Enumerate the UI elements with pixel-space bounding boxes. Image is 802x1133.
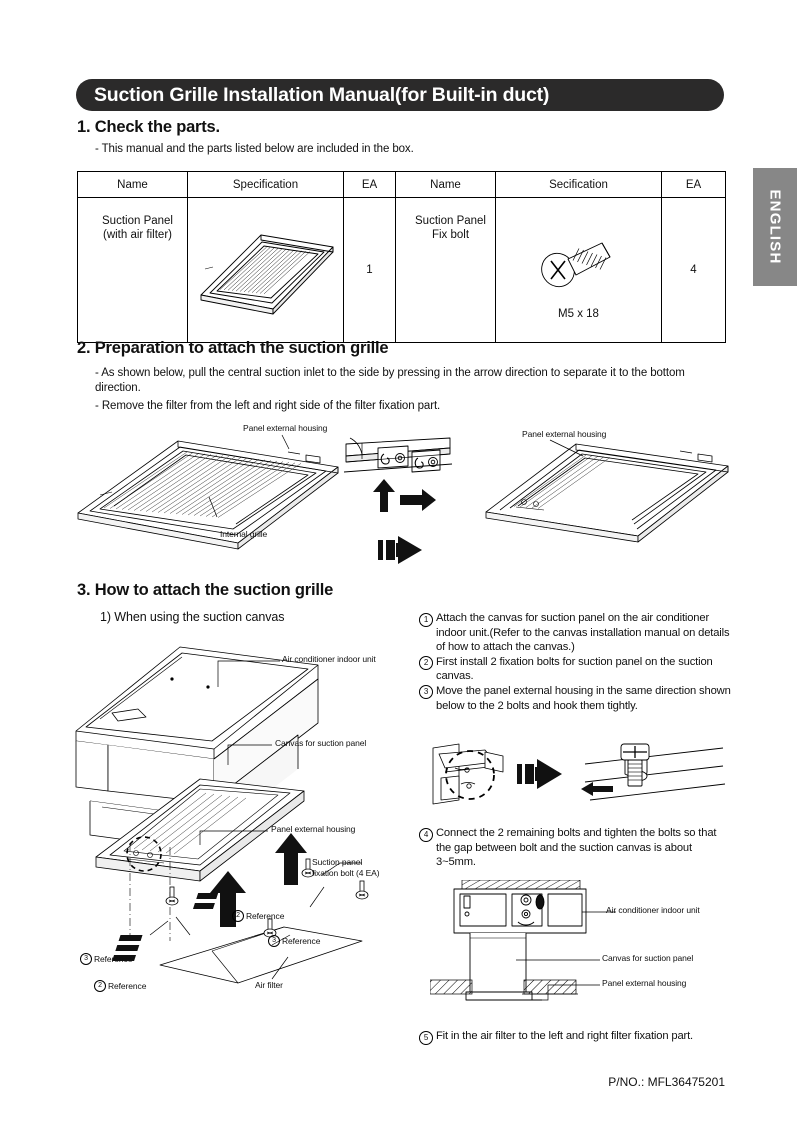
label-panel-external-housing-right: Panel external housing — [522, 429, 607, 439]
step-text: Connect the 2 remaining bolts and tighte… — [436, 827, 717, 869]
th-specification-right: Secification — [495, 171, 662, 198]
cell-fix-bolt-name: Suction Panel Fix bolt — [395, 197, 496, 343]
language-tab-label: ENGLISH — [766, 189, 784, 265]
th-ea-left: EA — [343, 171, 396, 198]
label-indoor-unit-section: Air conditioner indoor unit — [606, 905, 700, 915]
section-1-note: - This manual and the parts listed below… — [95, 143, 414, 155]
reference-number: 2 — [232, 910, 244, 922]
table-header-row: Name Specification EA Name Secification … — [77, 171, 726, 198]
th-specification-left: Specification — [187, 171, 344, 198]
label-fixation-bolt-line1: Suction panel — [312, 857, 363, 867]
steps-list-four: 4 Connect the 2 remaining bolts and tigh… — [419, 826, 731, 870]
label-fixation-bolt: Suction panel fixation bolt (4 EA) — [312, 857, 380, 879]
cell-bolt-illustration: M5 x 18 — [495, 197, 662, 343]
label-housing-exploded: Panel external housing — [271, 824, 356, 834]
suction-panel-icon — [200, 234, 333, 314]
panel-housing-drawing — [485, 439, 729, 543]
steps-list-five: 5 Fit in the air filter to the left and … — [419, 1029, 731, 1045]
section-1-heading: 1. Check the parts. — [77, 118, 220, 136]
label-canvas-exploded: Canvas for suction panel — [275, 738, 367, 748]
section-3-heading: 3. How to attach the suction grille — [77, 581, 334, 599]
step-item: 2 First install 2 fixation bolts for suc… — [419, 655, 731, 684]
th-name-right: Name — [395, 171, 496, 198]
reference-label: Reference — [282, 935, 321, 946]
step-number: 4 — [419, 827, 433, 842]
parts-table: Name Specification EA Name Secification … — [77, 171, 726, 343]
label-reference-2-upper: 2 Reference — [232, 910, 284, 922]
page-title: Suction Grille Installation Manual(for B… — [94, 83, 550, 106]
step-number: 1 — [419, 612, 433, 627]
label-fixation-bolt-line2: fixation bolt (4 EA) — [312, 868, 380, 878]
section-2-bullet-1: - As shown below, pull the central sucti… — [95, 367, 685, 394]
step-number: 2 — [419, 656, 433, 671]
label-panel-external-housing-left: Panel external housing — [243, 423, 328, 433]
th-ea-right: EA — [661, 171, 726, 198]
step-item: 3 Move the panel external housing in the… — [419, 684, 731, 713]
step-text: Move the panel external housing in the s… — [436, 684, 731, 712]
section-2-heading: 2. Preparation to attach the suction gri… — [77, 339, 389, 357]
section-2-bullet-2: - Remove the filter from the left and ri… — [95, 400, 441, 412]
step-text: Fit in the air filter to the left and ri… — [436, 1030, 694, 1042]
figure-release-detail — [340, 432, 460, 567]
step-text: Attach the canvas for suction panel on t… — [436, 612, 730, 654]
reference-label: Reference — [246, 910, 285, 921]
grille-panel-drawing — [77, 434, 339, 550]
bolt-hook-drawing — [432, 743, 725, 805]
reference-number: 2 — [94, 980, 106, 992]
reference-label: Reference — [94, 953, 133, 964]
release-mechanism-drawing — [343, 437, 453, 564]
suction-panel-name-line2: (with air filter) — [102, 229, 172, 241]
language-tab: ENGLISH — [753, 168, 797, 286]
label-housing-section: Panel external housing — [602, 978, 687, 988]
label-reference-2-lower: 2 Reference — [94, 980, 146, 992]
figure-housing-separated: Panel external housing — [480, 429, 735, 545]
bolt-icon — [540, 242, 610, 287]
reference-number: 3 — [80, 953, 92, 965]
step-item: 4 Connect the 2 remaining bolts and tigh… — [419, 826, 731, 870]
cross-section-drawing — [430, 880, 616, 1001]
reference-number: 3 — [268, 935, 280, 947]
figure-cross-section: Air conditioner indoor unit Canvas for s… — [430, 880, 700, 1015]
step-item: 5 Fit in the air filter to the left and … — [419, 1029, 731, 1045]
reference-label: Reference — [108, 980, 147, 991]
fix-bolt-name-line2: Fix bolt — [431, 229, 470, 241]
step-text: First install 2 fixation bolts for sucti… — [436, 655, 713, 683]
label-reference-3-right: 3 Reference — [268, 935, 320, 947]
cell-suction-panel-name: Suction Panel (with air filter) — [77, 197, 188, 343]
steps-list-top: 1 Attach the canvas for suction panel on… — [419, 611, 731, 713]
step-item: 1 Attach the canvas for suction panel on… — [419, 611, 731, 655]
title-banner: Suction Grille Installation Manual(for B… — [76, 79, 724, 111]
assembly-exploded-drawing — [75, 646, 369, 984]
figure-assembly-exploded: Air conditioner indoor unit Canvas for s… — [72, 635, 412, 1025]
figure-grille-exploded: Panel external housing Internal grille — [70, 423, 360, 555]
bolt-spec-label: M5 x 18 — [558, 308, 599, 320]
step-number: 3 — [419, 685, 433, 700]
fix-bolt-name-line1: Suction Panel — [415, 215, 486, 227]
label-internal-grille: Internal grille — [220, 529, 268, 539]
cell-suction-panel-ea: 1 — [343, 197, 396, 343]
label-indoor-unit-exploded: Air conditioner indoor unit — [282, 654, 376, 664]
figure-hook-detail — [425, 742, 725, 820]
th-name-left: Name — [77, 171, 188, 198]
part-number: P/NO.: MFL36475201 — [608, 1075, 725, 1089]
cell-suction-panel-illustration — [187, 197, 344, 343]
suction-panel-name-line1: Suction Panel — [102, 215, 173, 227]
section-3-subheading: 1) When using the suction canvas — [100, 610, 285, 624]
label-canvas-section: Canvas for suction panel — [602, 953, 694, 963]
label-reference-3-left: 3 Reference — [80, 953, 132, 965]
table-row: Suction Panel (with air filter) — [77, 197, 726, 343]
label-air-filter: Air filter — [255, 980, 283, 990]
cell-bolt-ea: 4 — [661, 197, 726, 343]
step-number: 5 — [419, 1030, 433, 1045]
